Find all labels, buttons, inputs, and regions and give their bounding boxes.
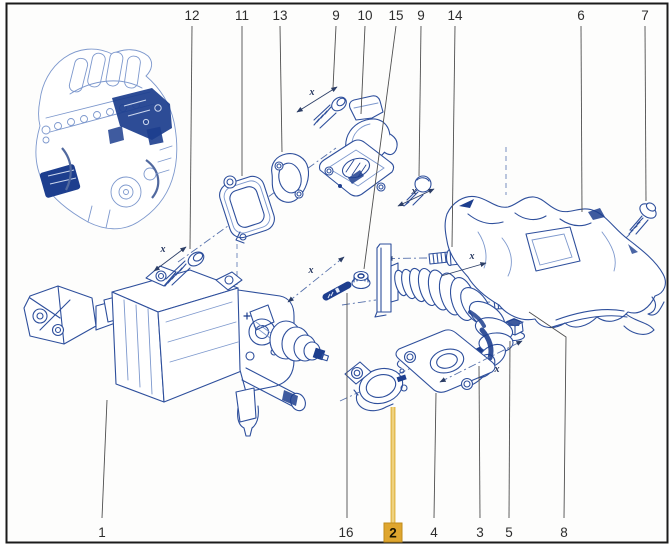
- nut-15-drawing: [351, 270, 371, 290]
- gasket-13-drawing: [271, 153, 310, 203]
- dimension-x-label: x: [494, 364, 500, 375]
- engine-illustration: [35, 48, 178, 230]
- bolt-7-drawing: [628, 202, 657, 235]
- gasket-11-drawing: [219, 175, 275, 244]
- callout-7[interactable]: 7: [641, 8, 649, 23]
- heat-shield-drawing: [444, 195, 666, 335]
- dimension-x-label: x: [469, 251, 475, 262]
- dimension-annotations: x x x x x x: [153, 86, 523, 383]
- clamp-gasket-2-drawing: [344, 361, 408, 412]
- callout-2-highlighted[interactable]: 2: [389, 526, 397, 541]
- callout-4[interactable]: 4: [430, 525, 438, 540]
- callout-labels-top: 12 11 13 9 10 15 9 14 6 7: [184, 8, 648, 23]
- callout-5[interactable]: 5: [505, 525, 513, 540]
- callout-12[interactable]: 12: [184, 8, 199, 23]
- callout-11[interactable]: 11: [235, 8, 249, 23]
- callout-13[interactable]: 13: [272, 8, 287, 23]
- leader-lines: [101, 25, 647, 519]
- dimension-x-label: x: [160, 244, 166, 255]
- callout-9-lower[interactable]: 9: [417, 8, 425, 23]
- callout-14[interactable]: 14: [447, 8, 463, 23]
- callout-2-highlight-box: [383, 522, 403, 543]
- dimension-x-label: x: [411, 186, 417, 197]
- callout-1[interactable]: 1: [98, 525, 106, 540]
- callout-10[interactable]: 10: [357, 8, 372, 23]
- egr-cooler-assembly-drawing: [23, 265, 330, 437]
- callout-3[interactable]: 3: [476, 525, 484, 540]
- callout-8[interactable]: 8: [560, 525, 568, 540]
- callout-16[interactable]: 16: [338, 525, 353, 540]
- callout-labels-bottom: 1 16 2 4 3 5 8: [98, 522, 568, 543]
- callout-9-upper[interactable]: 9: [332, 8, 340, 23]
- dimension-x-label: x: [308, 265, 314, 276]
- callout-6[interactable]: 6: [577, 8, 585, 23]
- dimension-x-label: x: [309, 87, 315, 98]
- callout-15[interactable]: 15: [388, 8, 403, 23]
